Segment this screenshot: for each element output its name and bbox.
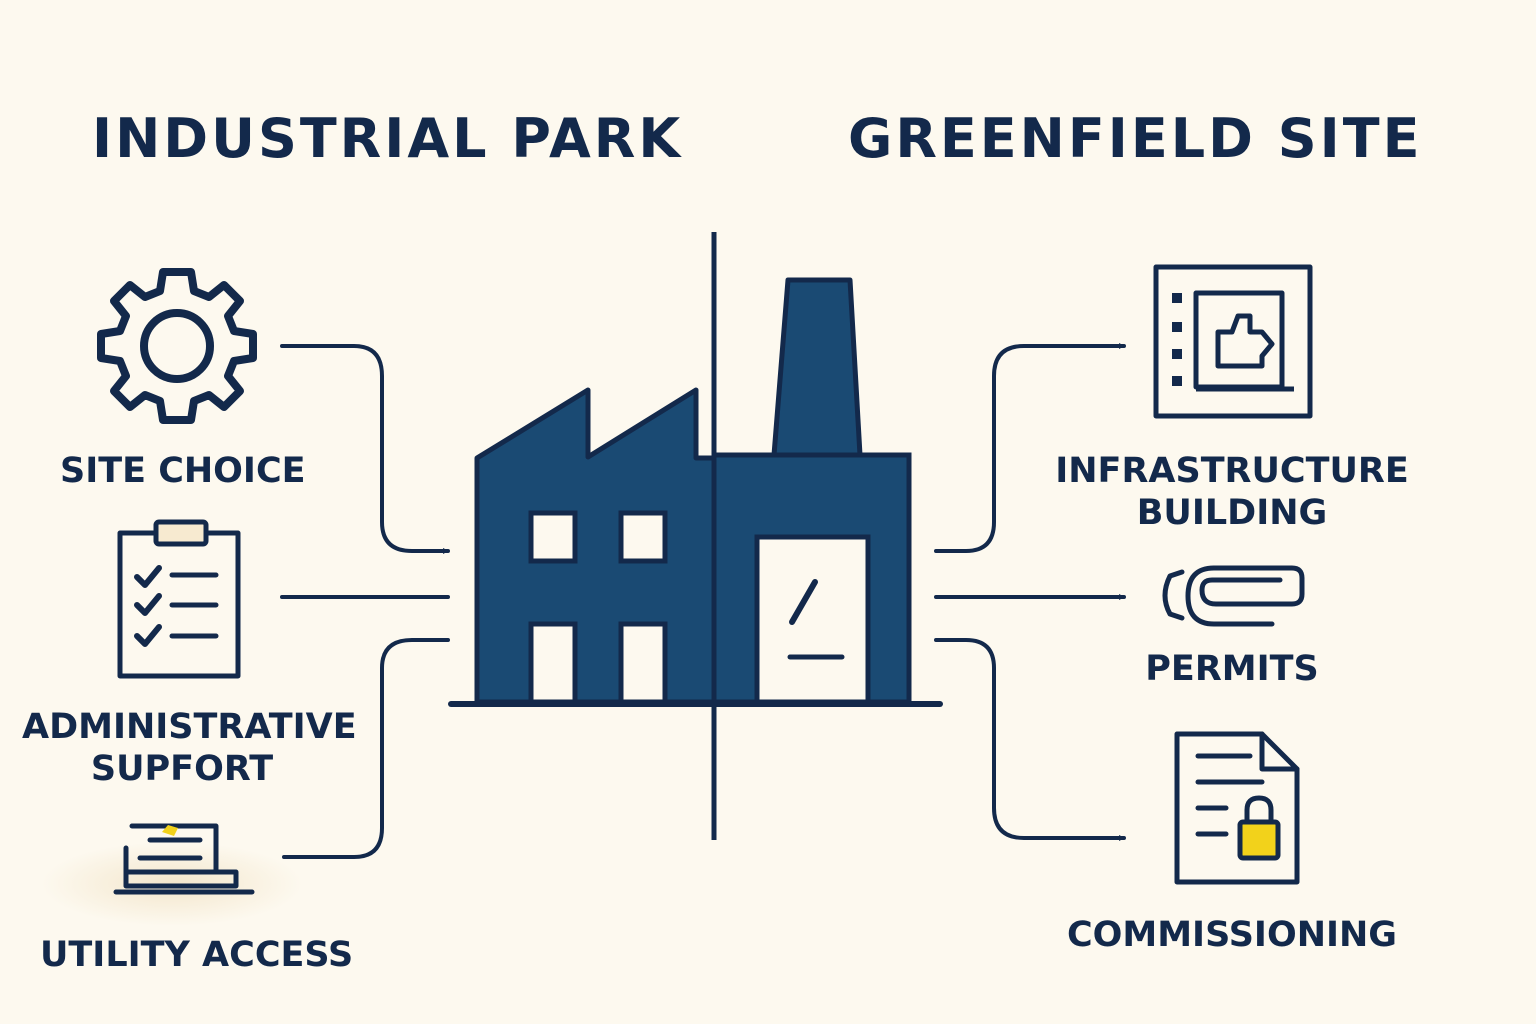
factory-chimney [771,277,863,458]
factory-door-stroke [789,579,818,625]
factory-window-4 [618,621,668,705]
factory-icon [448,277,943,707]
commissioning-label: COMMISSIONING [1062,914,1402,956]
industrial-park-title: INDUSTRIAL PARK [92,107,684,170]
administrative-support-label-line-2: SUPFORT [90,749,274,789]
utility-access-label-line: UTILITY ACCESS [40,935,354,975]
utility-access-label: UTILITY ACCESS [40,934,354,976]
connector-commissioning [934,638,1126,841]
permits-label-line: PERMITS [1145,649,1319,689]
factory-left-building [474,387,717,705]
factory-door [754,534,871,705]
greenfield-site-title: GREENFIELD SITE [848,107,1423,170]
connector-utility-access [282,638,450,859]
permits-label: PERMITS [1112,648,1352,690]
paperclip-icon [1162,565,1305,627]
checklist-clipboard-icon [117,519,241,679]
utility-terminal-icon [113,823,255,895]
commissioning-label-line: COMMISSIONING [1066,915,1398,955]
locked-document-icon [1174,731,1300,885]
factory-window-3 [528,621,578,705]
connector-infrastructure [934,343,1126,553]
site-choice-label: SITE CHOICE [60,450,306,492]
left-connectors [280,344,450,859]
connector-site-choice [280,344,450,554]
infrastructure-building-label-line-1: INFRASTRUCTURE [1055,451,1409,491]
infrastructure-building-label-line-2: BUILDING [1136,493,1328,533]
factory-window-2 [618,510,668,564]
infrastructure-building-label: INFRASTRUCTURE BUILDING [1052,450,1412,534]
blueprint-frame-icon [1153,264,1313,419]
site-choice-label-line: SITE CHOICE [60,451,306,491]
gear-icon [97,268,257,424]
administrative-support-label-line-1: ADMINISTRATIVE [22,707,357,747]
factory-window-1 [528,510,578,564]
right-connectors [934,343,1126,841]
administrative-support-label: ADMINISTRATIVE SUPFORT [22,706,357,790]
